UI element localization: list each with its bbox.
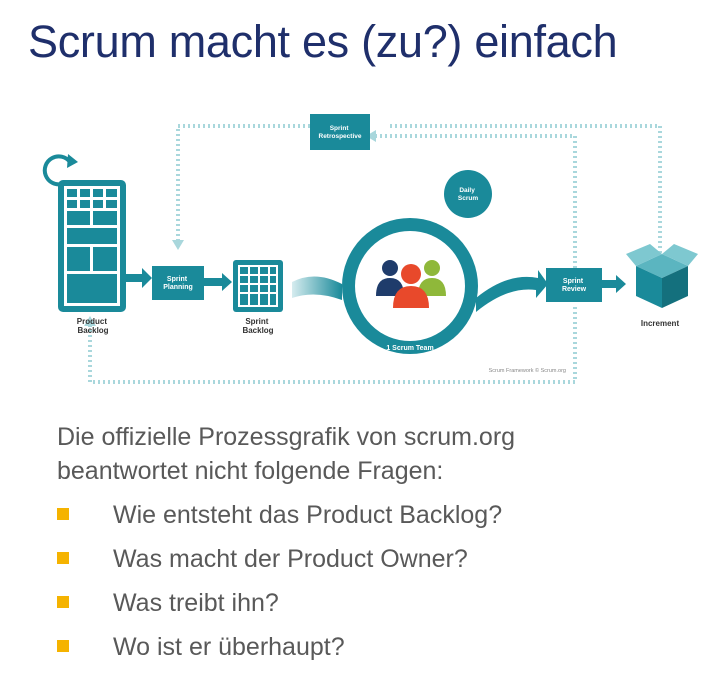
increment-label: Increment	[641, 319, 680, 328]
intro-line-2: beantwortet nicht folgende Fragen:	[57, 457, 444, 485]
scrum-framework-diagram: Product Backlog Sprint Planning Sprint B…	[42, 114, 698, 384]
bullet-square-icon	[57, 640, 69, 652]
feedback-loops	[88, 124, 662, 384]
sprint-backlog-label: Sprint Backlog	[242, 317, 273, 335]
question-text: Wo ist er überhaupt?	[113, 633, 345, 661]
sprint-retrospective-box	[310, 114, 370, 150]
intro-text: Die offizielle Prozessgrafik von scrum.o…	[57, 420, 697, 488]
arrow-head-backlog	[84, 316, 96, 326]
sprint-retrospective-label: Sprint Retrospective	[319, 125, 362, 140]
page-title: Scrum macht es (zu?) einfach	[28, 16, 618, 67]
diagram-credit: Scrum Framework © Scrum.org	[489, 367, 566, 374]
increment-box-icon	[626, 244, 698, 308]
scrum-team-icon	[376, 260, 446, 308]
arrow-review-to-increment	[602, 275, 626, 293]
question-text: Wie entsteht das Product Backlog?	[113, 501, 503, 529]
arrow-backlog-to-planning	[126, 268, 152, 288]
daily-scrum-label: Daily Scrum	[458, 187, 478, 202]
intro-line-1: Die offizielle Prozessgrafik von scrum.o…	[57, 423, 516, 451]
bullet-square-icon	[57, 552, 69, 564]
sprint-cycle-inner	[355, 231, 465, 341]
flow-into-sprint	[292, 276, 342, 300]
arrow-head-retro	[366, 130, 376, 142]
sprint-backlog-icon	[233, 260, 283, 312]
bullet-square-icon	[57, 596, 69, 608]
question-text: Was macht der Product Owner?	[113, 545, 468, 573]
sprint-review-box	[546, 268, 602, 302]
daily-scrum-bubble	[444, 170, 492, 218]
scrum-team-label: 1 Scrum Team	[386, 345, 433, 352]
sprint-planning-label: Sprint Planning	[163, 276, 193, 291]
flow-out-of-sprint	[476, 270, 548, 312]
refresh-arrow-head	[67, 154, 78, 168]
question-text: Was treibt ihn?	[113, 589, 279, 617]
sprint-review-label: Sprint Review	[562, 278, 587, 293]
arrow-head-planning	[172, 240, 184, 250]
refresh-icon	[42, 154, 72, 187]
product-backlog-label: Product Backlog	[77, 317, 109, 335]
bullet-square-icon	[57, 508, 69, 520]
product-backlog-icon	[58, 180, 126, 312]
arrow-planning-to-sprint-backlog	[204, 273, 232, 291]
sprint-planning-box	[152, 266, 204, 300]
